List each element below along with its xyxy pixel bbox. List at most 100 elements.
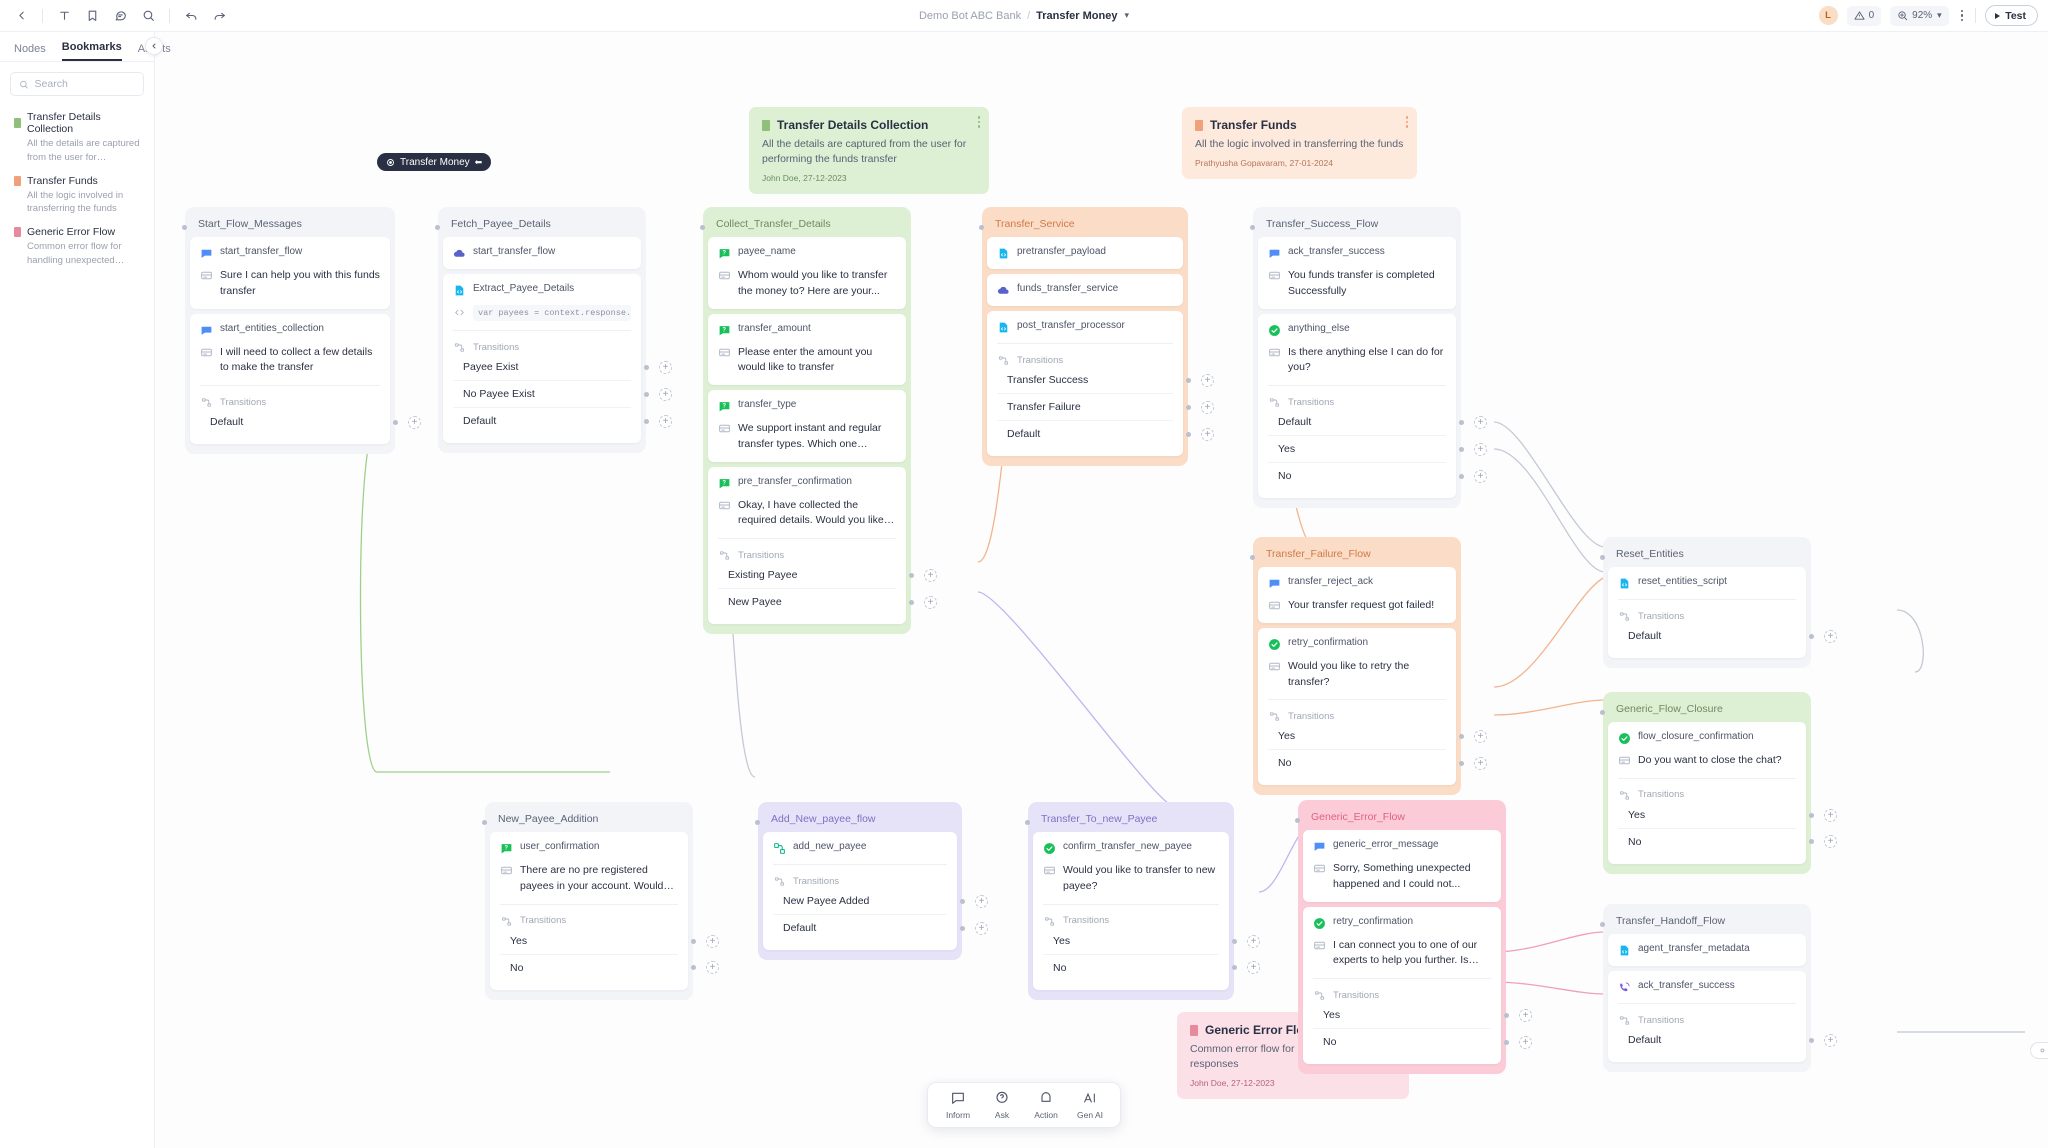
transition-output-port[interactable]	[1186, 431, 1191, 437]
transition-item[interactable]: Default	[783, 922, 817, 934]
transition-item[interactable]: No	[510, 961, 524, 974]
transition-output-port[interactable]	[1186, 378, 1191, 383]
transition-output-port[interactable]	[1459, 760, 1464, 766]
transition-item[interactable]: Default	[210, 416, 244, 428]
transition-item[interactable]: Yes	[1043, 928, 1219, 955]
tab-nodes[interactable]: Nodes	[14, 43, 46, 55]
add-node-button[interactable]: +	[706, 934, 719, 948]
transition-item[interactable]: New Payee	[728, 596, 782, 608]
add-node-button[interactable]: +	[706, 961, 719, 974]
transition-output-port[interactable]	[960, 925, 965, 931]
node-input-port[interactable]	[979, 225, 984, 230]
add-node-button[interactable]: +	[408, 415, 421, 429]
transition-item[interactable]: Yes	[1313, 1002, 1491, 1029]
text-icon[interactable]	[51, 3, 77, 29]
chevron-down-icon[interactable]: ▾	[1124, 10, 1130, 20]
add-node-button[interactable]: +	[1519, 1009, 1532, 1022]
add-node-button[interactable]: +	[1474, 443, 1487, 456]
add-node-button[interactable]: +	[975, 921, 988, 935]
transition-item[interactable]: Yes	[1618, 802, 1796, 829]
transition-output-port[interactable]	[1809, 1037, 1814, 1043]
transition-item[interactable]: Transfer Failure	[997, 394, 1173, 421]
add-node-button[interactable]: +	[1474, 756, 1487, 770]
transition-output-port[interactable]	[691, 965, 696, 970]
transition-item[interactable]: Yes	[1268, 723, 1446, 751]
transition-output-port[interactable]	[909, 599, 914, 605]
transition-output-port[interactable]	[691, 938, 696, 944]
undo-icon[interactable]	[178, 3, 204, 29]
back-icon[interactable]	[8, 3, 34, 29]
more-options-button[interactable]	[1958, 7, 1967, 25]
transition-item[interactable]: Payee Exist	[453, 354, 631, 381]
zoom-control[interactable]: 92% ▾	[1890, 5, 1949, 26]
add-node-button[interactable]: +	[1201, 374, 1214, 387]
node-input-port[interactable]	[1250, 555, 1255, 560]
transition-output-port[interactable]	[1459, 420, 1464, 425]
add-node-button[interactable]: +	[1824, 808, 1837, 822]
transition-output-port[interactable]	[1459, 473, 1464, 479]
search-field[interactable]	[10, 72, 144, 96]
add-node-button[interactable]: +	[1201, 427, 1214, 441]
breadcrumb-current[interactable]: Transfer Money	[1036, 9, 1118, 22]
transition-item[interactable]: No	[1323, 1036, 1337, 1048]
transition-output-port[interactable]	[1809, 839, 1814, 845]
add-node-button[interactable]: +	[1247, 961, 1260, 974]
transition-output-port[interactable]	[1504, 1039, 1509, 1045]
transition-item[interactable]: New Payee Added	[773, 888, 947, 915]
transition-output-port[interactable]	[644, 392, 649, 397]
comment-icon[interactable]	[107, 3, 133, 29]
dock-item-inform[interactable]: Inform	[938, 1090, 978, 1120]
transition-item[interactable]: Yes	[1268, 436, 1446, 463]
transition-item[interactable]: Default	[1628, 1034, 1662, 1046]
flow-label-pill[interactable]: Transfer Money ⬅	[377, 153, 492, 171]
transition-item[interactable]: No	[1053, 961, 1067, 974]
dock-item-action[interactable]: Action	[1026, 1090, 1066, 1120]
node-card[interactable]: funds_transfer_service	[987, 274, 1183, 306]
transition-item[interactable]: No	[1278, 470, 1292, 482]
add-node-button[interactable]: +	[975, 895, 988, 908]
transition-output-port[interactable]	[644, 418, 649, 424]
transition-item[interactable]: Transfer Success	[997, 367, 1173, 394]
node-card[interactable]: start_transfer_flow	[443, 237, 641, 269]
flow-canvas[interactable]: Transfer Money ⬅ End of Dialog Transfer …	[155, 32, 2048, 1148]
transition-output-port[interactable]	[644, 365, 649, 370]
add-node-button[interactable]: +	[659, 388, 672, 401]
tab-bookmarks[interactable]: Bookmarks	[61, 41, 122, 61]
transition-output-port[interactable]	[1504, 1013, 1509, 1018]
add-node-button[interactable]: +	[1474, 416, 1487, 429]
transition-output-port[interactable]	[1186, 405, 1191, 410]
transition-output-port[interactable]	[1809, 812, 1814, 818]
search-input[interactable]	[34, 78, 135, 90]
node-card[interactable]: agent_transfer_metadata	[1608, 934, 1806, 966]
transition-output-port[interactable]	[393, 419, 398, 425]
bookmark-icon[interactable]	[79, 3, 105, 29]
node-input-port[interactable]	[1025, 820, 1030, 825]
node-input-port[interactable]	[1600, 922, 1605, 927]
